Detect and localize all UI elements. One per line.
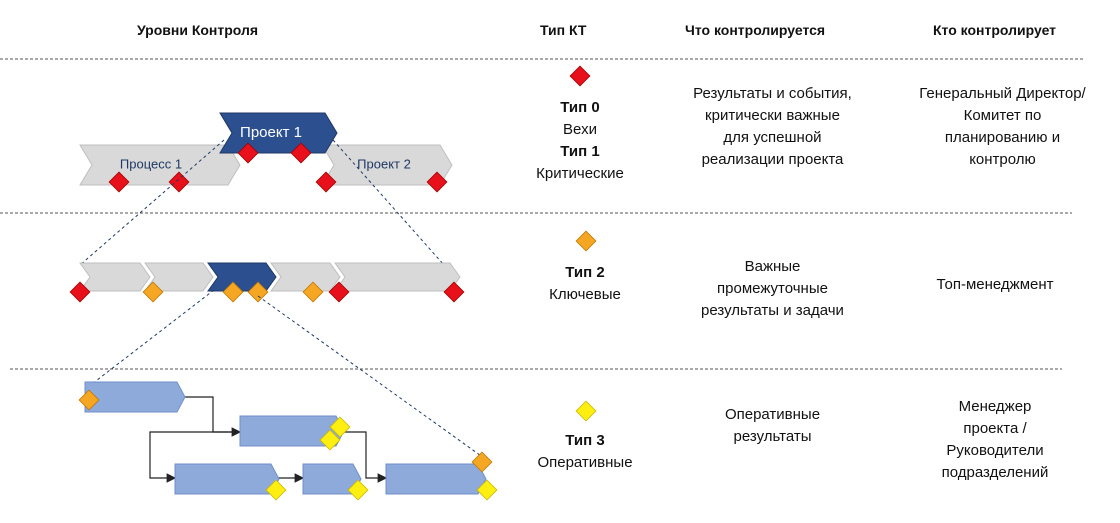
what-line: Важные	[744, 258, 801, 275]
zoom-line	[257, 295, 485, 459]
milestone-red	[443, 281, 465, 303]
what-line: для успешной	[723, 129, 822, 146]
who-line: Комитет по	[963, 107, 1042, 124]
header-what: Что контролируется	[685, 22, 826, 38]
milestone-red	[328, 281, 350, 303]
milestone-yellow	[329, 416, 351, 438]
legend-diamond-orange	[575, 230, 597, 252]
milestone-red	[290, 142, 312, 164]
what-cell-row2: Важные промежуточные результаты и задачи	[665, 256, 880, 322]
zoom-line	[87, 289, 215, 388]
task-shape	[84, 381, 186, 413]
task-shape	[334, 262, 461, 292]
legend-diamond-yellow	[575, 400, 597, 422]
milestone-orange	[222, 281, 244, 303]
type-cell-row1: Тип 0 Вехи Тип 1 Критические	[520, 97, 640, 185]
task-shape	[79, 262, 151, 292]
milestone-red	[426, 171, 448, 193]
zoom-line	[332, 139, 445, 266]
what-line: Оперативные	[724, 406, 821, 423]
task-shape	[270, 262, 341, 292]
who-cell-row1: Генеральный Директор/ Комитет по планиро…	[895, 83, 1110, 171]
type-line: Оперативные	[537, 454, 633, 471]
type-line: Тип 3	[565, 432, 605, 449]
what-line: критически важные	[705, 107, 840, 124]
who-cell-row2: Топ-менеджмент	[895, 274, 1095, 296]
milestone-red	[237, 142, 259, 164]
flow-connector	[343, 431, 388, 483]
task-shape-highlight	[207, 262, 277, 292]
zoom-line	[79, 139, 225, 266]
who-line: проекта /	[963, 420, 1027, 437]
milestone-orange	[302, 281, 324, 303]
milestone-orange	[247, 281, 269, 303]
project-1-shape	[219, 112, 338, 154]
type-line: Тип 0	[560, 99, 600, 116]
project-2-label: Проект 2	[357, 156, 411, 171]
who-line: контролю	[969, 151, 1036, 168]
task-shape	[239, 415, 345, 447]
header-type: Тип КТ	[540, 22, 587, 38]
type-line: Вехи	[563, 121, 597, 138]
project-1-label: Проект 1	[240, 124, 302, 141]
what-cell-row1: Результаты и события, критически важные …	[665, 83, 880, 171]
flow-connector	[183, 396, 242, 437]
type-line: Тип 1	[560, 143, 600, 160]
what-cell-row3: Оперативные результаты	[665, 404, 880, 448]
task-shape	[385, 463, 487, 495]
who-line: Топ-менеджмент	[936, 276, 1054, 293]
type-line: Ключевые	[549, 286, 621, 303]
flow-connector	[149, 431, 240, 483]
header-levels: Уровни Контроля	[137, 22, 259, 38]
what-line: промежуточные	[717, 280, 828, 297]
what-line: результаты	[733, 428, 812, 445]
milestone-orange	[471, 451, 493, 473]
type-cell-row3: Тип 3 Оперативные	[520, 430, 650, 474]
what-line: реализации проекта	[701, 151, 844, 168]
milestone-yellow	[347, 479, 369, 501]
what-line: Результаты и события,	[693, 85, 852, 102]
milestone-red	[315, 171, 337, 193]
who-line: планированию и	[944, 129, 1061, 146]
milestone-yellow	[319, 429, 341, 451]
milestone-orange	[142, 281, 164, 303]
milestone-yellow	[265, 479, 287, 501]
what-line: результаты и задачи	[701, 302, 844, 319]
who-cell-row3: Менеджер проекта / Руководители подразде…	[895, 396, 1095, 484]
header-who: Кто контролирует	[933, 22, 1057, 38]
type-line: Критические	[536, 165, 624, 182]
milestone-red	[69, 281, 91, 303]
type-cell-row2: Тип 2 Ключевые	[520, 262, 650, 306]
type-line: Тип 2	[565, 264, 605, 281]
legend-diamond-red	[569, 65, 591, 87]
milestone-orange	[78, 389, 100, 411]
who-line: Генеральный Директор/	[919, 85, 1086, 102]
process-1-label: Процесс 1	[120, 156, 182, 171]
milestone-red	[168, 171, 190, 193]
who-line: Менеджер	[958, 398, 1032, 415]
milestone-yellow	[476, 479, 498, 501]
who-line: Руководители	[946, 442, 1044, 459]
task-shape	[174, 463, 280, 495]
who-line: подразделений	[941, 464, 1049, 481]
milestone-red	[108, 171, 130, 193]
task-shape	[144, 262, 214, 292]
